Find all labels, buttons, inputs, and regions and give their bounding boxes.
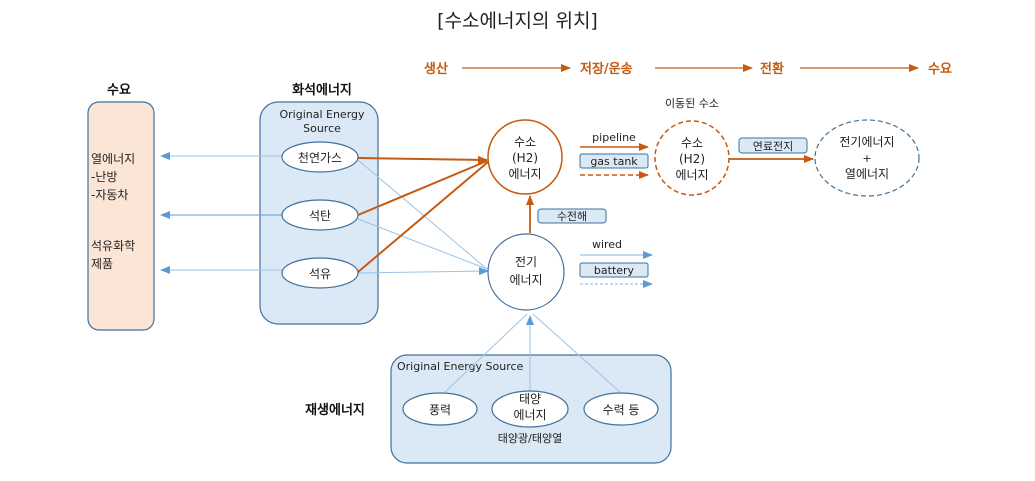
fuel-cell-badge	[738, 137, 808, 154]
svg-text:+: +	[862, 152, 871, 165]
svg-text:석유화학: 석유화학	[91, 239, 135, 253]
svg-text:-난방: -난방	[91, 170, 117, 184]
svg-text:(H2): (H2)	[679, 152, 705, 166]
svg-text:석유: 석유	[309, 267, 331, 281]
battery-badge	[579, 262, 649, 278]
svg-text:풍력: 풍력	[429, 403, 451, 417]
renewable-item-hydro: 수력 등	[583, 392, 659, 426]
svg-text:수소: 수소	[514, 135, 536, 149]
electrolysis-badge	[537, 208, 607, 224]
svg-text:수소: 수소	[681, 136, 703, 150]
demand-text: 열에너지 -난방 -자동차 석유화학 제품	[91, 152, 135, 271]
flow-header: 생산 저장/운송 전환 수요	[424, 61, 952, 77]
fossil-item-natural-gas: 천연가스	[281, 141, 359, 173]
arrow-gas-to-electric	[357, 159, 488, 270]
fossil-item-oil: 석유	[281, 257, 359, 289]
gas-tank-badge	[579, 153, 649, 169]
flow-step-production: 생산	[424, 61, 448, 77]
svg-text:제품: 제품	[91, 257, 113, 271]
arrow-hydro-to-electric	[532, 313, 622, 394]
output-energy-node: 전기에너지 + 열에너지	[814, 119, 920, 197]
solar-note: 태양광/태양열	[498, 432, 562, 445]
svg-text:전기: 전기	[515, 255, 537, 269]
svg-text:(H2): (H2)	[512, 151, 538, 165]
svg-text:에너지: 에너지	[509, 273, 542, 287]
electric-energy-node: 전기 에너지	[487, 233, 565, 311]
arrow-oil-to-electric	[357, 267, 489, 276]
arrow-oil-to-hydrogen	[357, 161, 489, 273]
svg-text:에너지: 에너지	[513, 408, 546, 422]
svg-text:열에너지: 열에너지	[845, 167, 889, 181]
arrow-gas-to-hydrogen	[357, 155, 488, 164]
svg-text:석탄: 석탄	[309, 209, 331, 223]
flow-step-conversion: 전환	[760, 61, 784, 77]
fossil-item-coal: 석탄	[281, 199, 359, 231]
renewable-box-title: Original Energy Source	[397, 360, 524, 373]
electrolysis-label: 수전해	[557, 209, 587, 223]
gas-tank-label: gas tank	[590, 155, 638, 168]
svg-text:천연가스: 천연가스	[298, 150, 342, 165]
renewable-header: 재생에너지	[305, 402, 365, 418]
renewable-item-wind: 풍력	[402, 392, 478, 426]
arrow-coal-to-electric	[357, 218, 488, 270]
wired-label: wired	[592, 238, 622, 251]
renewable-item-solar: 태양 에너지	[491, 390, 569, 428]
svg-text:-자동차: -자동차	[91, 188, 128, 202]
demand-box	[87, 101, 155, 331]
svg-text:에너지: 에너지	[508, 167, 541, 181]
moved-hydrogen-caption: 이동된 수소	[665, 97, 719, 110]
moved-hydrogen-node: 수소 (H2) 에너지	[654, 120, 730, 196]
fossil-box-title: Source	[303, 122, 341, 135]
flow-step-storage: 저장/운송	[580, 61, 633, 77]
fuel-cell-label: 연료전지	[753, 140, 793, 153]
svg-text:에너지: 에너지	[675, 168, 708, 182]
svg-text:수력 등: 수력 등	[603, 403, 640, 417]
demand-header: 수요	[107, 83, 131, 98]
svg-text:태양: 태양	[519, 392, 541, 406]
svg-text:전기에너지: 전기에너지	[839, 135, 894, 149]
hydrogen-energy-node: 수소 (H2) 에너지	[487, 119, 563, 195]
flow-step-demand: 수요	[928, 62, 952, 77]
diagram-title: [수소에너지의 위치]	[437, 10, 598, 32]
arrow-coal-to-hydrogen	[357, 160, 488, 216]
arrow-wind-to-electric	[443, 313, 528, 394]
fossil-header: 화석에너지	[292, 82, 352, 98]
fossil-box-title: Original Energy	[279, 108, 365, 121]
battery-label: battery	[594, 264, 635, 277]
svg-text:열에너지: 열에너지	[91, 152, 135, 166]
pipeline-label: pipeline	[592, 131, 636, 144]
